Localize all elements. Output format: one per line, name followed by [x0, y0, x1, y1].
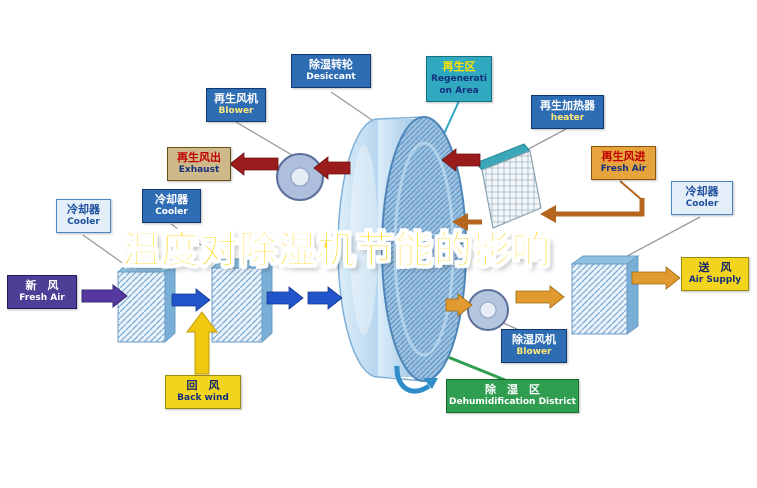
label-fresh-air-zh: 新 风 — [25, 279, 59, 292]
label-desiccant-wheel-zh: 除湿转轮 — [309, 58, 353, 71]
fresh-air-arrow — [81, 283, 128, 309]
label-cooler-left-inner-en: Cooler — [155, 207, 188, 218]
desiccant-wheel — [337, 116, 467, 382]
label-regeneration-area: 再生区 Regeneration Area — [426, 56, 492, 102]
regeneration-fan-icon — [276, 153, 324, 201]
label-cooler-right-zh: 冷却器 — [685, 185, 719, 198]
cooler-unit-3 — [570, 255, 640, 335]
label-dehumidification-district-zh: 除 湿 区 — [485, 383, 540, 396]
label-regeneration-fresh-air: 再生风进 Fresh Air — [591, 146, 656, 180]
label-cooler-left-outer-zh: 冷却器 — [67, 203, 100, 216]
label-regeneration-fresh-air-zh: 再生风进 — [601, 150, 646, 163]
label-regeneration-heater: 再生加热器 heater — [531, 95, 604, 129]
label-regeneration-heater-en: heater — [550, 113, 585, 124]
label-cooler-left-outer-en: Cooler — [67, 217, 100, 228]
heater-unit — [475, 143, 542, 229]
label-air-supply-en: Air Supply — [688, 275, 742, 286]
label-dehumidification-district-en: Dehumidification District — [449, 397, 576, 408]
label-back-wind: 回 风 Back wind — [165, 375, 241, 409]
label-regeneration-blower: 再生风机 Blower — [206, 88, 266, 122]
label-fresh-air: 新 风 Fresh Air — [7, 275, 77, 309]
return-air-arrow — [186, 311, 218, 375]
label-exhaust-zh: 再生风出 — [177, 151, 221, 164]
label-back-wind-en: Back wind — [177, 393, 229, 404]
label-fresh-air-en: Fresh Air — [19, 293, 65, 304]
process-fan-icon — [467, 289, 509, 331]
label-exhaust-en: Exhaust — [178, 165, 220, 176]
label-cooler-right: 冷却器 Cooler — [671, 181, 733, 215]
label-dehumidification-district: 除 湿 区 Dehumidification District — [446, 379, 579, 413]
label-cooler-left-inner: 冷却器 Cooler — [142, 189, 201, 223]
supply-air-arrows — [445, 266, 681, 317]
label-cooler-left-inner-zh: 冷却器 — [155, 193, 188, 206]
label-exhaust: 再生风出 Exhaust — [167, 147, 231, 181]
label-desiccant-wheel: 除湿转轮 Desiccant — [291, 54, 371, 88]
label-dehumidification-blower-en: Blower — [516, 347, 552, 358]
exhaust-air-arrows — [229, 148, 481, 180]
label-cooler-right-en: Cooler — [685, 199, 719, 210]
label-regeneration-blower-en: Blower — [218, 106, 254, 117]
diagram-title: 温度对除湿机节能的影响 — [121, 228, 552, 273]
label-back-wind-zh: 回 风 — [186, 379, 220, 392]
label-regeneration-fresh-air-en: Fresh Air — [600, 164, 647, 175]
rotation-arrow-icon — [394, 365, 438, 394]
label-dehumidification-blower-zh: 除湿风机 — [512, 333, 556, 346]
label-regeneration-blower-zh: 再生风机 — [214, 92, 258, 105]
process-air-arrows — [171, 286, 343, 312]
label-desiccant-wheel-en: Desiccant — [306, 72, 356, 83]
cooler-unit-2 — [210, 257, 274, 344]
regeneration-inlet-arrows — [452, 198, 645, 231]
label-regeneration-area-en: Regeneration Area — [431, 74, 487, 96]
label-regeneration-heater-zh: 再生加热器 — [540, 99, 595, 112]
label-regeneration-area-zh: 再生区 — [442, 60, 476, 73]
cooler-unit-1 — [116, 261, 177, 344]
label-air-supply-zh: 送 风 — [698, 261, 732, 274]
label-air-supply: 送 风 Air Supply — [681, 257, 749, 291]
label-dehumidification-blower: 除湿风机 Blower — [501, 329, 567, 363]
label-cooler-left-outer: 冷却器 Cooler — [56, 199, 111, 233]
